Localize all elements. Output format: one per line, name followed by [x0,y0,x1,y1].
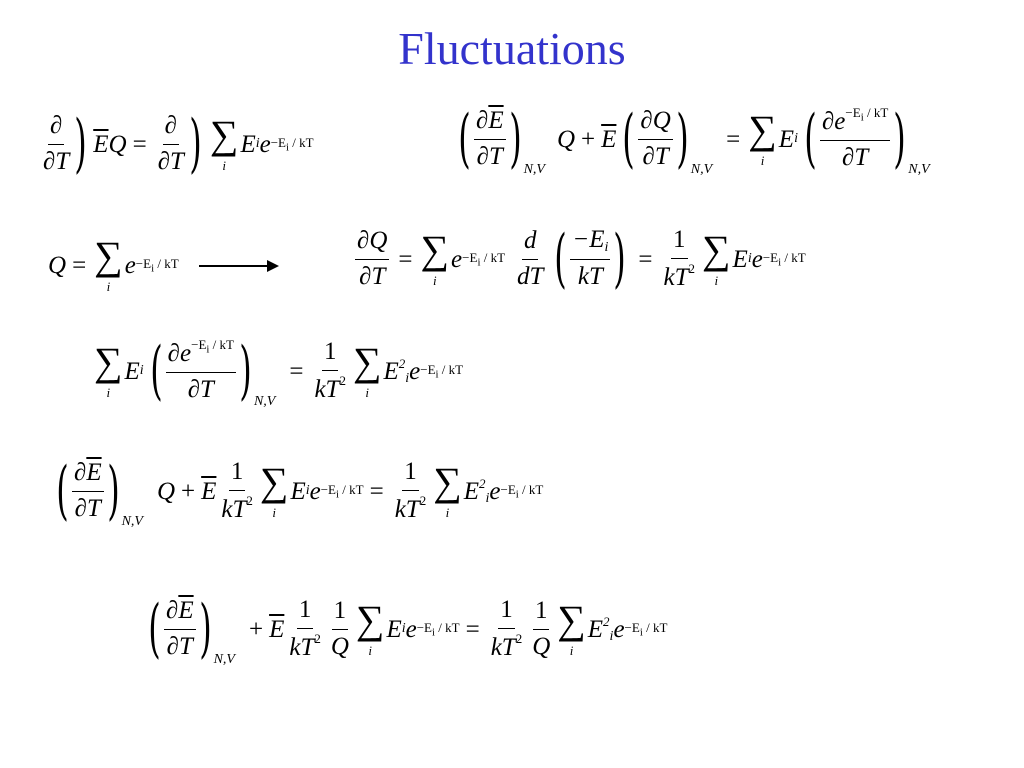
summation: ∑i [209,111,239,173]
fraction: ∂e−Ei / kT ∂T [165,337,236,403]
summation: ∑i [94,338,123,400]
summation: ∑i [420,226,450,288]
equation-3: Q = ∑i e−Ei / kT [48,233,297,294]
summation: ∑i [748,106,777,168]
fraction: 1 kT2 [289,596,321,661]
fraction: ∂E ∂T [71,459,104,522]
summation: ∑i [352,338,382,400]
fraction: ∂ ∂T [157,112,184,175]
fraction: −Ei kT [570,226,611,291]
fraction: ∂E ∂T [163,597,196,660]
summation: ∑i [355,596,385,658]
fraction: 1 kT2 [490,596,523,661]
right-arrow-icon [198,259,279,272]
fraction: 1 Q [532,597,551,660]
fraction: ∂Q ∂T [638,107,673,170]
fraction: 1 kT2 [394,458,427,523]
summation: ∑i [702,226,731,288]
summation: ∑i [259,458,289,520]
fraction: d dT [517,227,544,290]
slide-title: Fluctuations [398,23,626,74]
fraction: ∂ ∂T [43,112,70,175]
fraction: 1 Q [330,597,349,660]
summation: ∑i [557,596,586,658]
summation: ∑i [433,458,462,520]
fraction: ∂e−Ei / kT ∂T [819,105,891,171]
fraction: 1 kT2 [314,338,346,403]
fraction: 1 kT2 [663,226,696,291]
summation: ∑i [94,233,123,294]
fraction: ∂Q ∂T [355,227,390,290]
equation-4: ∂Q ∂T = ∑i e−Ei / kT d dT ( −Ei kT ) = 1… [355,221,806,296]
fraction: ∂E ∂T [473,107,506,170]
fraction: 1 kT2 [221,458,253,523]
